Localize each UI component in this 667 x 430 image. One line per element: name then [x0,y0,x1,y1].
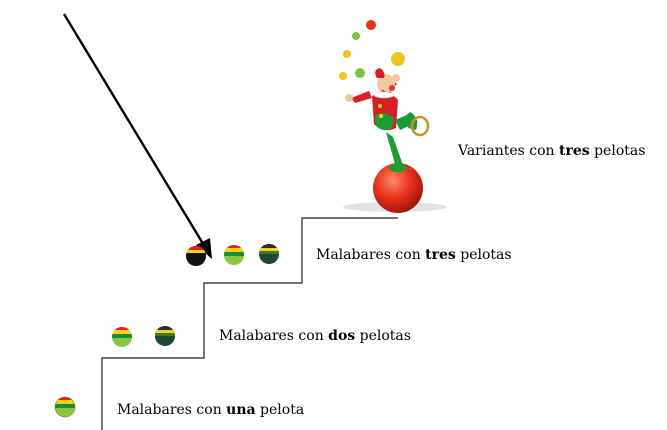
step-label-two-balls: Malabares con dos pelotas [219,328,411,344]
juggling-ball-icon [54,396,76,418]
step-label-prefix: Variantes con [458,143,559,159]
juggling-ball-icon [186,246,206,266]
juggler-clown-icon [339,20,447,213]
step-label-prefix: Malabares con [219,328,329,344]
staircase-outline [101,217,398,430]
step-label-emphasis: una [226,402,256,418]
step-label-emphasis: tres [559,143,590,159]
juggling-ball-icon [259,244,279,264]
step-label-suffix: pelotas [355,328,411,344]
step-label-variants: Variantes con tres pelotas [458,143,645,159]
step-label-emphasis: dos [328,328,356,344]
juggling-ball-icon [112,327,132,347]
step-label-prefix: Malabares con [316,247,426,263]
step-label-emphasis: tres [425,247,456,263]
juggling-ball-icon [224,245,244,265]
step-label-one-ball: Malabares con una pelota [117,402,304,418]
step-label-prefix: Malabares con [117,402,227,418]
juggling-ball-icon [155,326,175,346]
step-label-suffix: pelota [255,402,305,418]
arrow-pointer-icon [62,13,212,259]
step-label-suffix: pelotas [455,247,512,263]
step-label-three-balls: Malabares con tres pelotas [316,247,512,263]
step-label-suffix: pelotas [589,143,646,159]
